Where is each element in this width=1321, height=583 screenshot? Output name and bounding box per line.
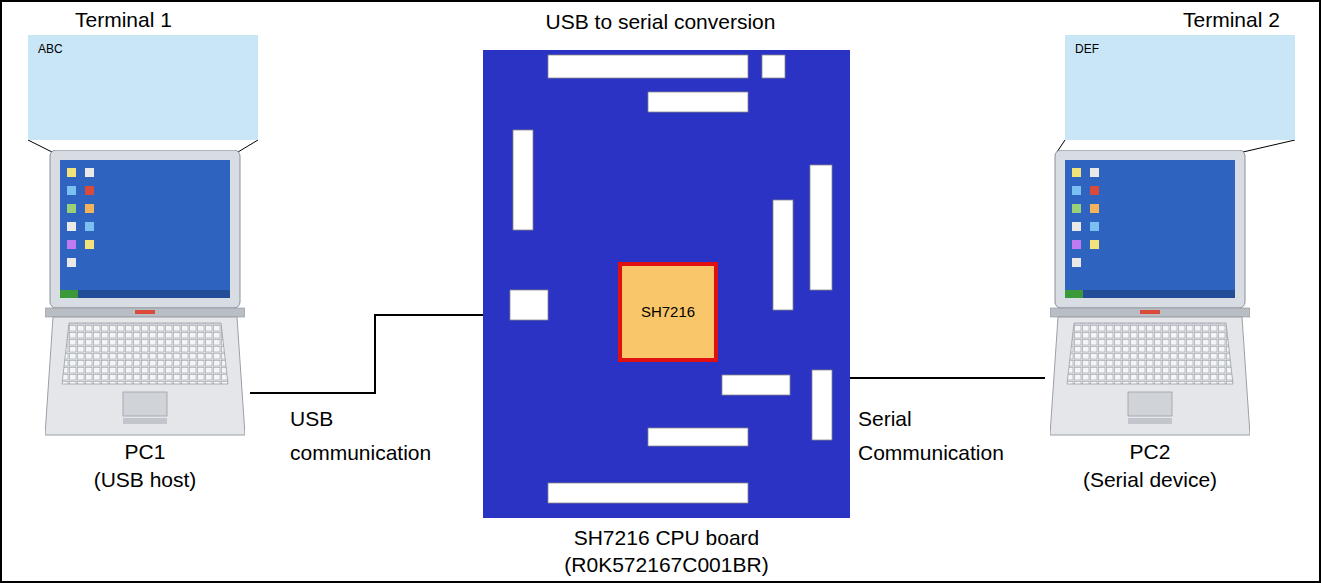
communication-line — [850, 377, 1045, 379]
terminal-text: DEF — [1075, 41, 1099, 57]
board-part-number: (R0K572167C001BR) — [483, 551, 850, 578]
connection-label: Serial Communication — [858, 402, 1038, 470]
terminal-title: Terminal 1 — [75, 6, 172, 33]
diagram-title: USB to serial conversion — [0, 9, 1321, 35]
pc-name: PC1 — [40, 438, 250, 465]
laptop-illustration — [1050, 150, 1250, 440]
cpu-board: SH7216 CPU board(R0K572167C001BR)SH7216 — [483, 50, 850, 518]
board-name: SH7216 CPU board — [483, 524, 850, 551]
terminal-title: Terminal 2 — [1183, 6, 1280, 33]
terminal-text: ABC — [38, 41, 63, 57]
microcontroller-chip: SH7216 — [618, 262, 718, 362]
pc-name: PC2 — [1045, 438, 1255, 465]
communication-line — [250, 315, 483, 393]
chip-name: SH7216 — [641, 302, 695, 322]
terminal-window: Terminal 1ABC — [28, 35, 258, 140]
terminal-window: Terminal 2DEF — [1065, 35, 1295, 140]
computer-node: PC1(USB host) — [40, 150, 250, 500]
connection-label: USB communication — [290, 402, 465, 470]
laptop-illustration — [45, 150, 245, 440]
pc-role: (Serial device) — [1045, 466, 1255, 493]
computer-node: PC2(Serial device) — [1045, 150, 1255, 500]
pc-role: (USB host) — [40, 466, 250, 493]
